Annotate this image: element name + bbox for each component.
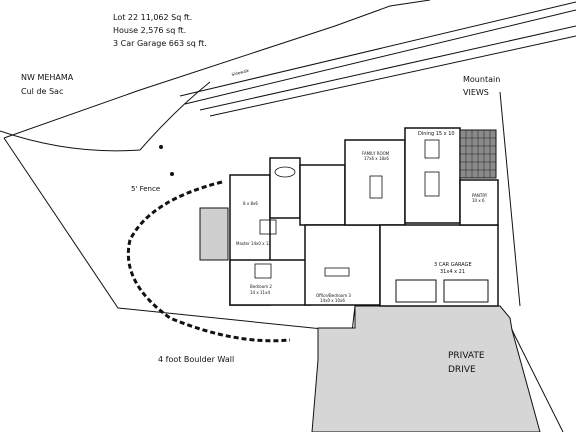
room-master: Master 14x0 x 13 xyxy=(236,241,271,246)
boulder-wall xyxy=(126,180,291,343)
room-garage-name: 3 CAR GARAGE xyxy=(434,262,472,268)
view-label-line2: VIEWS xyxy=(463,88,489,97)
sidewalk-line xyxy=(199,25,576,111)
street-line xyxy=(184,9,576,105)
tub xyxy=(274,166,296,178)
room-bedroom2-name: Bedroom 2 xyxy=(250,284,272,289)
private-drive-area xyxy=(311,305,541,432)
sidewalk-line xyxy=(209,35,576,117)
room-dining: Dining 15 x 10 xyxy=(418,131,455,137)
drive-label-line1: PRIVATE xyxy=(448,351,485,361)
garage-door xyxy=(443,279,489,303)
kitchen-island xyxy=(424,171,440,197)
street-line xyxy=(179,1,576,97)
bed-bedroom2 xyxy=(254,263,272,279)
room-pantry-size: 10 x 6 xyxy=(472,198,485,203)
lot-boundary-north xyxy=(3,0,431,139)
room-office-name: Office/Bedroom 3 xyxy=(316,293,351,298)
deck-grid xyxy=(460,130,496,178)
boulder-wall-label: 4 foot Boulder Wall xyxy=(158,355,234,364)
room-bedroom2-size: 14 x 11x4 xyxy=(250,290,270,295)
street-type: Cul de Sac xyxy=(21,87,63,96)
desk xyxy=(324,267,350,277)
room-garage-size: 31x4 x 21 xyxy=(440,269,465,275)
marker-dot xyxy=(170,172,174,176)
street-name: NW MEHAMA xyxy=(21,73,74,82)
lot-boundary-east xyxy=(499,91,521,307)
marker-dot xyxy=(159,145,163,149)
sidewalk-label: Sidewalk xyxy=(231,68,250,77)
room-closet: 8 x 8x6 xyxy=(243,201,258,206)
lot-size-note: Lot 22 11,062 Sq ft. xyxy=(113,13,192,22)
room-family-name: FAMILY ROOM xyxy=(362,151,390,156)
west-patio xyxy=(199,207,229,261)
fence-label: 5' Fence xyxy=(131,185,160,193)
view-label-line1: Mountain xyxy=(463,75,500,84)
bed-master xyxy=(259,219,277,235)
house-size-note: House 2,576 sq ft. xyxy=(113,26,186,35)
room-pantry-name: PANTRY xyxy=(472,193,488,198)
sofa xyxy=(369,175,383,199)
drive-label-line2: DRIVE xyxy=(448,365,476,375)
house-outline xyxy=(229,127,499,307)
cul-de-sac-curve xyxy=(0,81,211,152)
garage-size-note: 3 Car Garage 663 sq ft. xyxy=(113,39,207,48)
garage-door xyxy=(395,279,437,303)
dining-table xyxy=(424,139,440,159)
room-office-size: 14x0 x 10x6 xyxy=(320,298,345,303)
room-family-size: 17x6 x 18x6 xyxy=(364,156,389,161)
